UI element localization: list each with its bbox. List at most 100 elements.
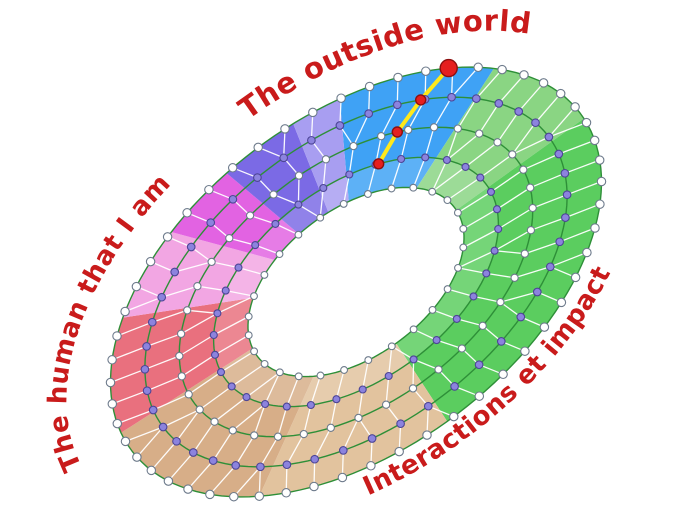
node-ring3[interactable] (514, 107, 524, 116)
node-ring2[interactable] (434, 365, 443, 374)
node-ring4[interactable] (474, 391, 485, 401)
node-ring1[interactable] (397, 154, 406, 164)
node-ring2[interactable] (175, 351, 184, 361)
node-ring4[interactable] (449, 411, 459, 422)
node-ring3[interactable] (307, 135, 316, 145)
node-ring4[interactable] (393, 72, 403, 83)
node-ring3[interactable] (188, 448, 198, 457)
node-ring3[interactable] (554, 149, 564, 159)
node-ring0[interactable] (454, 263, 462, 272)
node-ring0[interactable] (244, 331, 253, 340)
node-ring3[interactable] (142, 386, 152, 396)
node-ring2[interactable] (381, 400, 391, 409)
node-ring2[interactable] (520, 249, 529, 258)
node-ring1[interactable] (227, 382, 236, 391)
node-ring0[interactable] (363, 190, 372, 198)
node-ring4[interactable] (227, 163, 238, 173)
node-ring1[interactable] (345, 170, 354, 179)
node-ring3[interactable] (532, 287, 542, 297)
node-ring4[interactable] (253, 142, 263, 153)
node-ring2[interactable] (207, 257, 216, 267)
selected-node[interactable] (439, 58, 458, 78)
node-ring4[interactable] (112, 331, 122, 341)
node-ring1[interactable] (242, 393, 251, 402)
node-ring4[interactable] (120, 306, 130, 317)
node-ring3[interactable] (392, 100, 402, 110)
highlight-node[interactable] (391, 126, 403, 138)
node-ring4[interactable] (183, 484, 193, 494)
node-ring4[interactable] (280, 124, 290, 134)
node-ring2[interactable] (245, 211, 255, 220)
node-ring4[interactable] (131, 281, 142, 292)
node-ring4[interactable] (421, 66, 431, 76)
node-ring3[interactable] (423, 401, 433, 411)
node-ring1[interactable] (476, 173, 485, 182)
node-ring4[interactable] (555, 88, 566, 99)
node-ring1[interactable] (461, 162, 470, 171)
node-ring2[interactable] (457, 344, 467, 353)
node-ring4[interactable] (498, 369, 508, 380)
node-ring1[interactable] (216, 368, 226, 377)
node-ring4[interactable] (107, 399, 118, 409)
node-ring3[interactable] (496, 337, 506, 346)
node-ring3[interactable] (228, 194, 238, 204)
node-ring3[interactable] (447, 92, 456, 102)
node-ring4[interactable] (590, 223, 600, 233)
node-ring1[interactable] (251, 241, 260, 250)
node-ring0[interactable] (339, 199, 348, 208)
node-ring0[interactable] (409, 325, 418, 334)
node-ring4[interactable] (595, 199, 605, 209)
node-ring2[interactable] (273, 432, 283, 441)
node-ring4[interactable] (163, 476, 174, 486)
node-ring3[interactable] (158, 422, 168, 432)
node-ring4[interactable] (132, 452, 142, 462)
node-ring4[interactable] (497, 64, 507, 75)
node-ring0[interactable] (459, 243, 468, 252)
node-ring2[interactable] (377, 132, 386, 141)
node-ring1[interactable] (282, 402, 291, 411)
node-ring2[interactable] (408, 384, 418, 393)
node-ring2[interactable] (349, 141, 358, 151)
node-ring3[interactable] (279, 153, 289, 163)
node-ring3[interactable] (545, 262, 555, 272)
node-ring1[interactable] (306, 400, 315, 410)
node-ring1[interactable] (213, 309, 222, 318)
node-ring2[interactable] (526, 226, 536, 235)
node-ring3[interactable] (208, 456, 218, 465)
node-ring4[interactable] (589, 135, 600, 146)
node-ring2[interactable] (269, 190, 278, 199)
node-ring0[interactable] (340, 366, 349, 374)
node-ring0[interactable] (294, 230, 303, 239)
node-ring3[interactable] (256, 462, 265, 472)
node-ring1[interactable] (432, 336, 441, 345)
node-ring0[interactable] (387, 184, 396, 193)
node-ring0[interactable] (428, 187, 437, 196)
node-ring0[interactable] (260, 359, 269, 368)
node-ring4[interactable] (145, 256, 156, 267)
node-ring3[interactable] (531, 118, 540, 128)
node-ring0[interactable] (316, 371, 325, 380)
node-ring0[interactable] (294, 372, 303, 381)
node-ring1[interactable] (492, 205, 502, 214)
node-ring3[interactable] (494, 99, 504, 108)
node-ring2[interactable] (183, 306, 192, 315)
node-ring4[interactable] (570, 102, 580, 112)
node-ring3[interactable] (206, 218, 216, 227)
node-ring2[interactable] (496, 297, 505, 307)
node-ring3[interactable] (561, 213, 570, 222)
node-ring0[interactable] (250, 347, 259, 356)
node-ring0[interactable] (443, 196, 452, 205)
node-ring3[interactable] (367, 434, 377, 443)
node-ring3[interactable] (396, 419, 405, 429)
node-ring2[interactable] (404, 125, 413, 135)
node-ring3[interactable] (310, 454, 320, 464)
node-ring2[interactable] (354, 413, 363, 423)
node-ring4[interactable] (205, 489, 215, 500)
node-ring1[interactable] (319, 183, 328, 193)
node-ring2[interactable] (176, 329, 186, 338)
node-ring3[interactable] (157, 292, 167, 302)
node-ring3[interactable] (562, 190, 572, 200)
node-ring4[interactable] (146, 465, 157, 476)
node-ring2[interactable] (478, 321, 487, 330)
node-ring0[interactable] (316, 213, 325, 222)
